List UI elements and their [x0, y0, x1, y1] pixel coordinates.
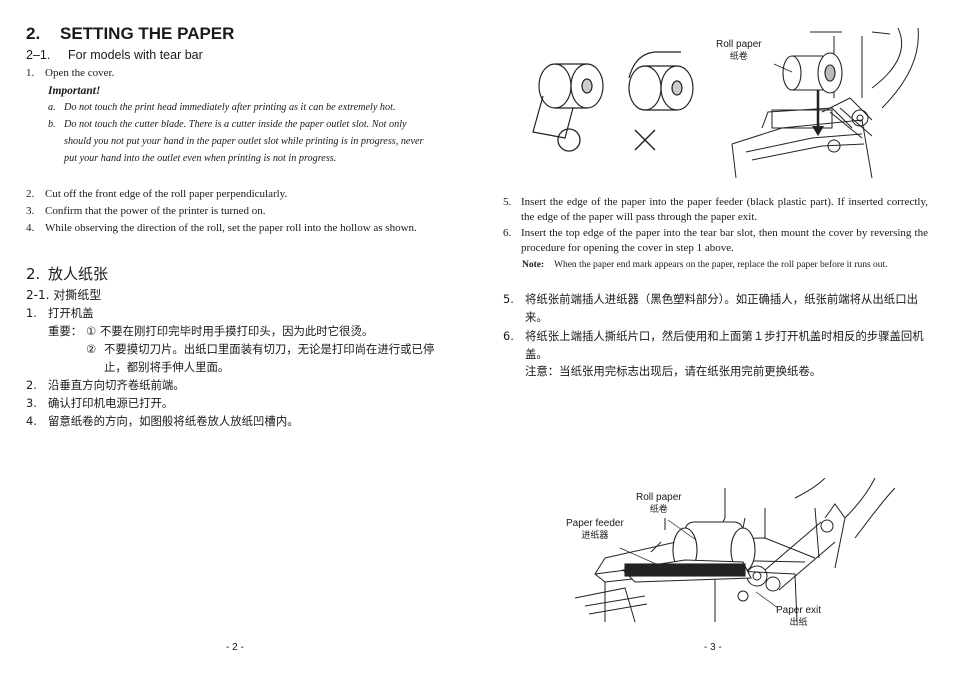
warning-a: a. Do not touch the print head immediate… [48, 102, 396, 113]
cn-step-6: 6. 将纸张上端插人撕纸片口，然后使用和上面第１步打开机盖时相反的步骤盖回机盖。 [503, 329, 924, 361]
section-number: 2. [26, 24, 41, 43]
step-en-1: 1. Open the cover. [26, 67, 115, 79]
page-number-right: - 3 - [704, 642, 722, 653]
callout-roll-paper-top: Roll paper 纸卷 [716, 39, 762, 62]
warning-b: b. Do not touch the cutter blade. There … [48, 119, 424, 164]
cn-important-2: ② 不要摸切刀片。出纸口里面装有切刀，无论是打印尚在进行或已停止，都别将手伸人里… [86, 342, 435, 374]
printer-open-figure [731, 28, 919, 179]
subsection-title: For models with tear bar [68, 48, 203, 62]
cn-step-3: 3. 确认打印机电源已打开。 [26, 396, 174, 410]
subsection-heading: 2–1. For models with tear bar [26, 48, 203, 62]
roll-paper-bottom [621, 521, 756, 583]
note: Note: When the paper end mark appears on… [522, 259, 930, 272]
insert-arrow-icon [812, 90, 824, 136]
cn-important-label: 重要： [48, 324, 83, 338]
cn-important-1: ① 不要在刚打印完毕时用手摸打印头，因为此时它很烫。 [86, 324, 374, 338]
roll-paper-leader [773, 63, 793, 73]
cn-step-4: 4. 留意纸卷的方向，如图般将纸卷放人放纸凹槽内。 [26, 414, 299, 428]
step-en-6: 6. Insert the top edge of the paper into… [503, 227, 928, 254]
cn-note: 注意：当纸张用完标志出现后，请在纸张用完前更换纸卷。 [525, 364, 822, 378]
note-text: When the paper end mark appears on the p… [554, 260, 888, 270]
paper-feeder-black-part [624, 563, 746, 577]
correct-roll-paper-tail [532, 95, 574, 139]
section-title: SETTING THE PAPER [60, 24, 235, 43]
cn-subsection-heading: 2-1. 对撕纸型 [26, 288, 102, 302]
callout-roll-paper-bottom: Roll paper 纸卷 [636, 492, 682, 515]
step-en-3: 3. Confirm that the power of the printer… [26, 205, 266, 217]
printer-loaded-figure [574, 478, 895, 623]
correct-circle-icon [557, 128, 581, 152]
callout-paper-exit: Paper exit 出纸 [776, 605, 822, 628]
step-en-2: 2. Cut off the front edge of the roll pa… [26, 188, 288, 200]
cn-step-1: 1. 打开机盖 [26, 306, 94, 320]
correct-roll-back [538, 63, 572, 109]
section-heading: 2. SETTING THE PAPER [26, 24, 234, 44]
roll-orientation-figure [532, 51, 694, 152]
wrong-cross-icon [634, 129, 656, 151]
callout-paper-feeder: Paper feeder 进纸器 [566, 518, 624, 541]
page-number-left: - 2 - [226, 642, 244, 653]
cn-step-2: 2. 沿垂直方向切齐卷纸前端。 [26, 378, 185, 392]
cn-section-heading: 2.放人纸张 [26, 265, 109, 283]
step-en-4: 4. While observing the direction of the … [26, 222, 417, 234]
important-label: Important! [48, 85, 101, 97]
subsection-number: 2–1. [26, 48, 51, 62]
roll-paper-top [782, 52, 843, 94]
step-en-5: 5. Insert the edge of the paper into the… [503, 196, 928, 223]
wrong-roll-paper-tail [628, 51, 681, 79]
callout-leaders [619, 519, 779, 609]
note-label: Note: [522, 260, 545, 270]
cn-step-5: 5. 将纸张前端插人进纸器（黑色塑料部分）。如正确插人，纸张前端将从出纸口出来。 [503, 292, 918, 324]
